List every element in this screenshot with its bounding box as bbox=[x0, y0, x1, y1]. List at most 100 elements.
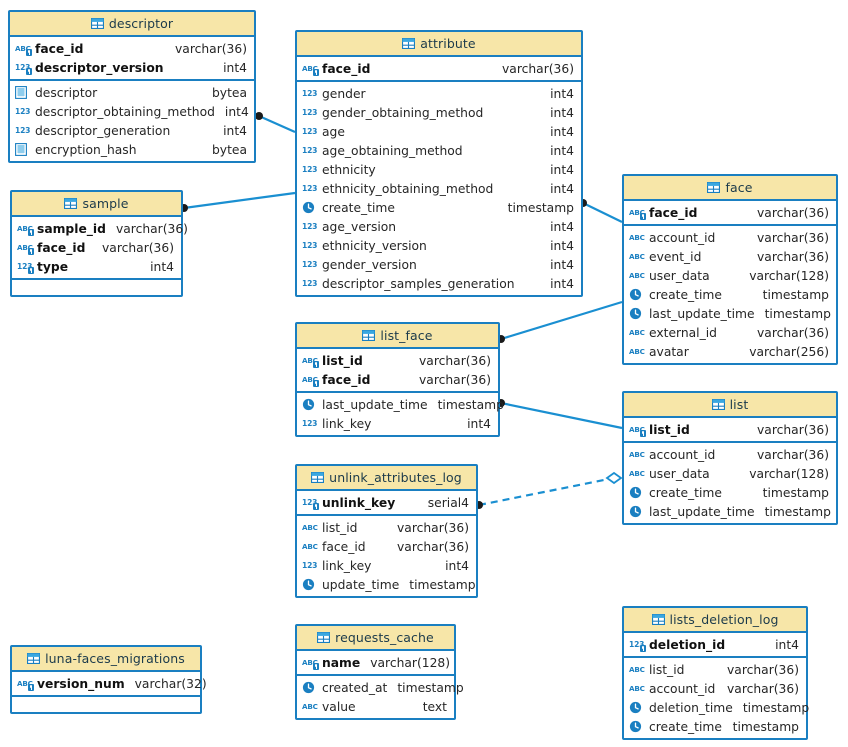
primary-key-badge-icon bbox=[313, 503, 319, 510]
abc-glyph: ABC bbox=[629, 665, 645, 674]
123-glyph: 123 bbox=[302, 222, 318, 231]
clock-glyph bbox=[302, 201, 315, 214]
123-glyph: 123 bbox=[629, 640, 645, 649]
column-name: face_id bbox=[322, 372, 371, 387]
table-name-label: attribute bbox=[420, 36, 476, 51]
table-header-unlink_attributes_log[interactable]: unlink_attributes_log bbox=[297, 466, 476, 491]
clock-icon bbox=[629, 486, 646, 499]
primary-key-badge-icon bbox=[313, 69, 319, 76]
abc-glyph: ABC bbox=[302, 702, 318, 711]
primary-key-badge-icon bbox=[313, 663, 319, 670]
column-type: int4 bbox=[223, 123, 247, 138]
table-header-luna-faces_migrations[interactable]: luna-faces_migrations bbox=[12, 647, 200, 672]
table-header-face[interactable]: face bbox=[624, 176, 836, 201]
table-header-attribute[interactable]: attribute bbox=[297, 32, 581, 57]
abc-key-icon: ABC bbox=[17, 677, 34, 691]
abc-glyph: ABC bbox=[302, 523, 318, 532]
table-header-descriptor[interactable]: descriptor bbox=[10, 12, 254, 37]
table-header-list[interactable]: list bbox=[624, 393, 836, 418]
relationship-line bbox=[478, 476, 615, 507]
123-glyph: 123 bbox=[302, 165, 318, 174]
table-header-list_face[interactable]: list_face bbox=[297, 324, 498, 349]
table-header-requests_cache[interactable]: requests_cache bbox=[297, 626, 454, 651]
column-type: int4 bbox=[550, 143, 574, 158]
column-type: int4 bbox=[550, 105, 574, 120]
table-header-sample[interactable]: sample bbox=[12, 192, 181, 217]
column-type: varchar(36) bbox=[419, 353, 491, 368]
clock-glyph bbox=[629, 701, 642, 714]
table-header-lists_deletion_log[interactable]: lists_deletion_log bbox=[624, 608, 806, 633]
123-icon: 123 bbox=[302, 106, 319, 119]
abc-glyph: ABC bbox=[629, 684, 645, 693]
crows-foot-dot-icon bbox=[255, 112, 263, 120]
table-name-label: lists_deletion_log bbox=[669, 612, 779, 627]
column-type: varchar(128) bbox=[749, 268, 829, 283]
column-name: face_id bbox=[322, 539, 366, 554]
